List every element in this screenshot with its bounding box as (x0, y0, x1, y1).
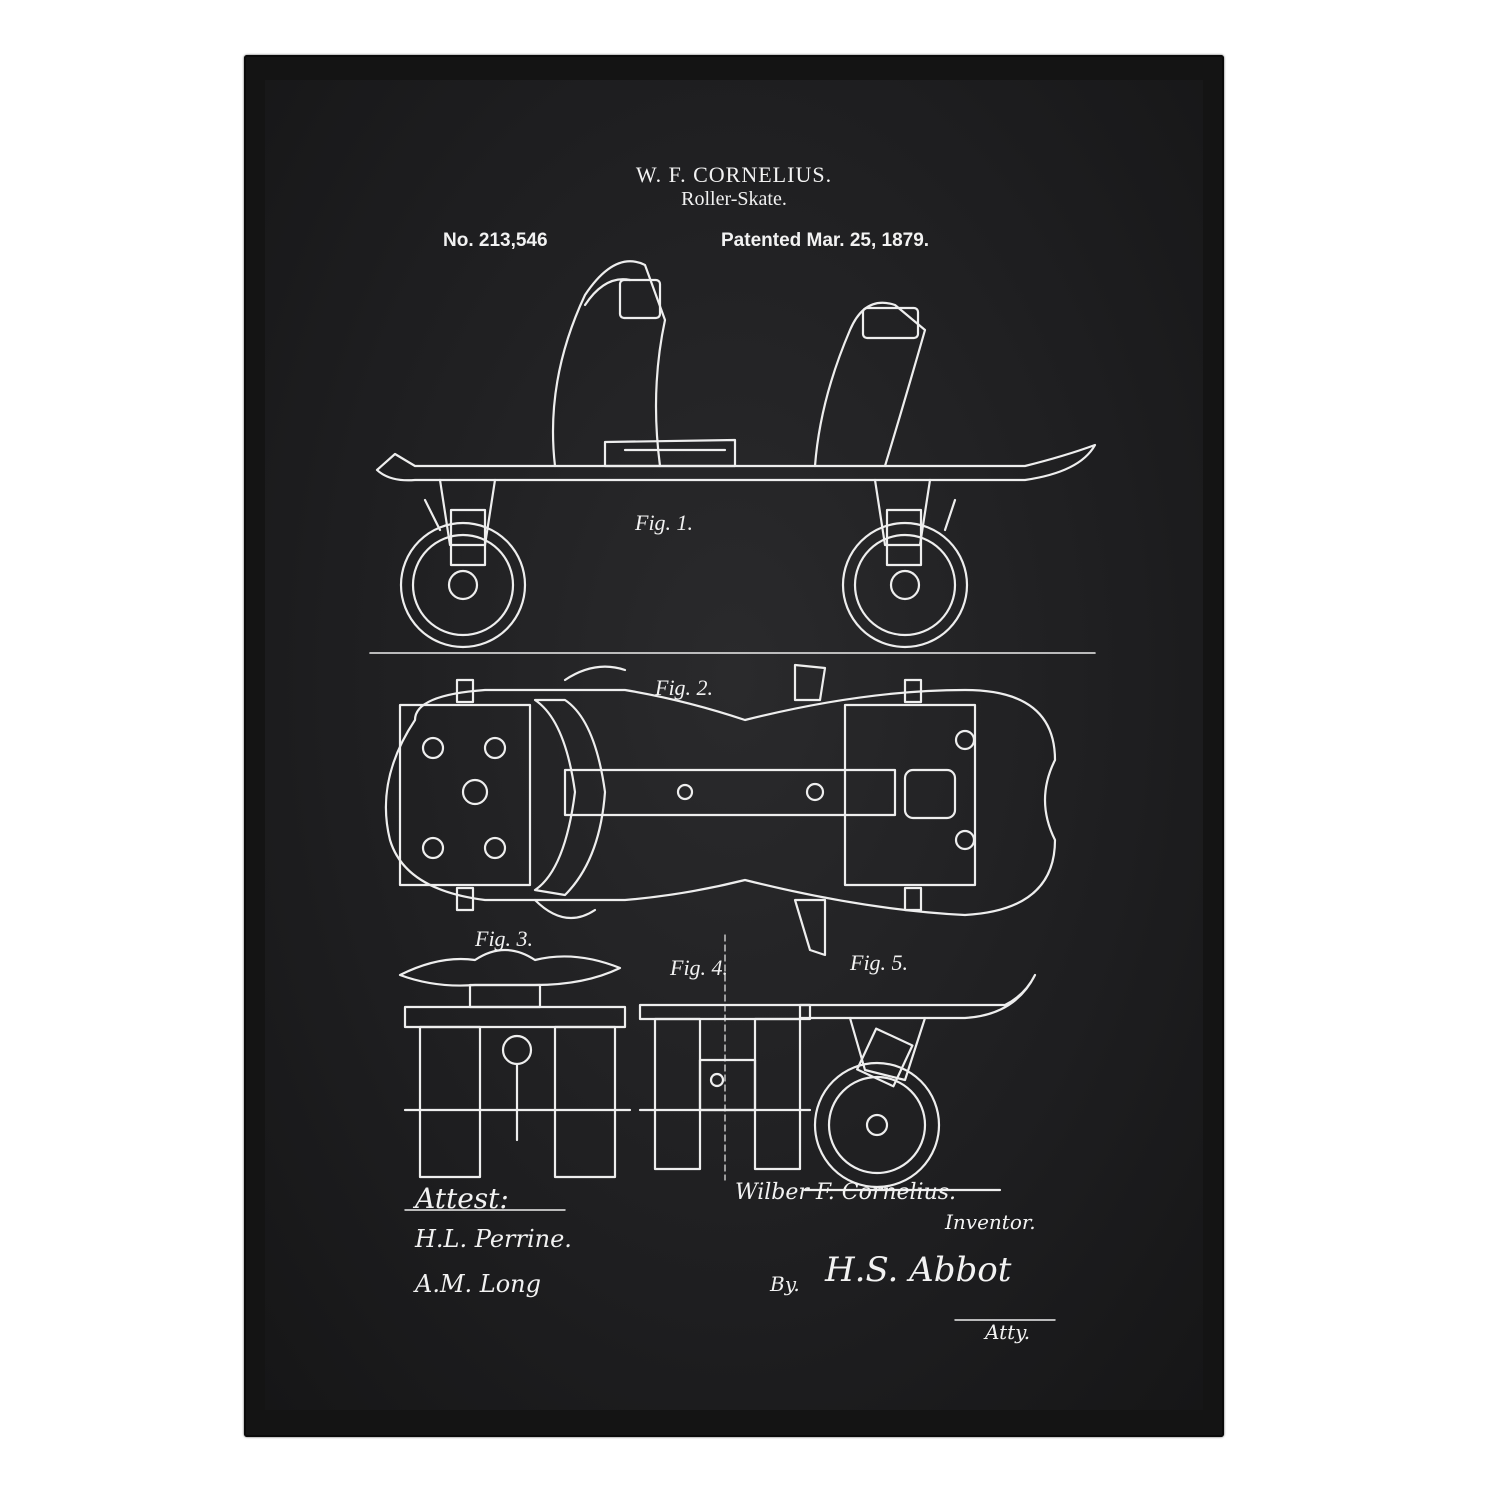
fig5-label: Fig. 5. (850, 950, 909, 975)
fig3-front-view (398, 949, 632, 1179)
by-label: By. (770, 1272, 800, 1296)
attorney-label: Atty. (985, 1320, 1031, 1344)
fig1-label: Fig. 1. (635, 510, 694, 535)
witness-signature-2: A.M. Long (415, 1270, 541, 1298)
attest-label: Attest: (415, 1182, 509, 1215)
attorney-signature: H.S. Abbot (825, 1250, 1012, 1290)
fig4-section-view (638, 934, 812, 1181)
inventor-label: Inventor. (945, 1210, 1036, 1234)
fig2-top-view (384, 663, 1057, 957)
inventor-heading: W. F. CORNELIUS. (635, 162, 833, 187)
fig4-label: Fig. 4. (670, 955, 729, 980)
patent-date: Patented Mar. 25, 1879. (721, 230, 930, 251)
patent-poster: W. F. CORNELIUS. Roller-Skate. No. 213,5… (265, 80, 1203, 1410)
patent-drawing (369, 260, 1097, 1321)
invention-title: Roller-Skate. (681, 188, 787, 210)
fig1-side-view (375, 260, 1097, 649)
fig5-truck-detail (798, 973, 1037, 1192)
inventor-signature: Wilber F. Cornelius. (735, 1180, 957, 1205)
witness-signature-1: H.L. Perrine. (415, 1225, 572, 1253)
fig3-label: Fig. 3. (475, 926, 534, 951)
patent-number: No. 213,546 (443, 230, 548, 251)
fig2-label: Fig. 2. (655, 675, 714, 700)
